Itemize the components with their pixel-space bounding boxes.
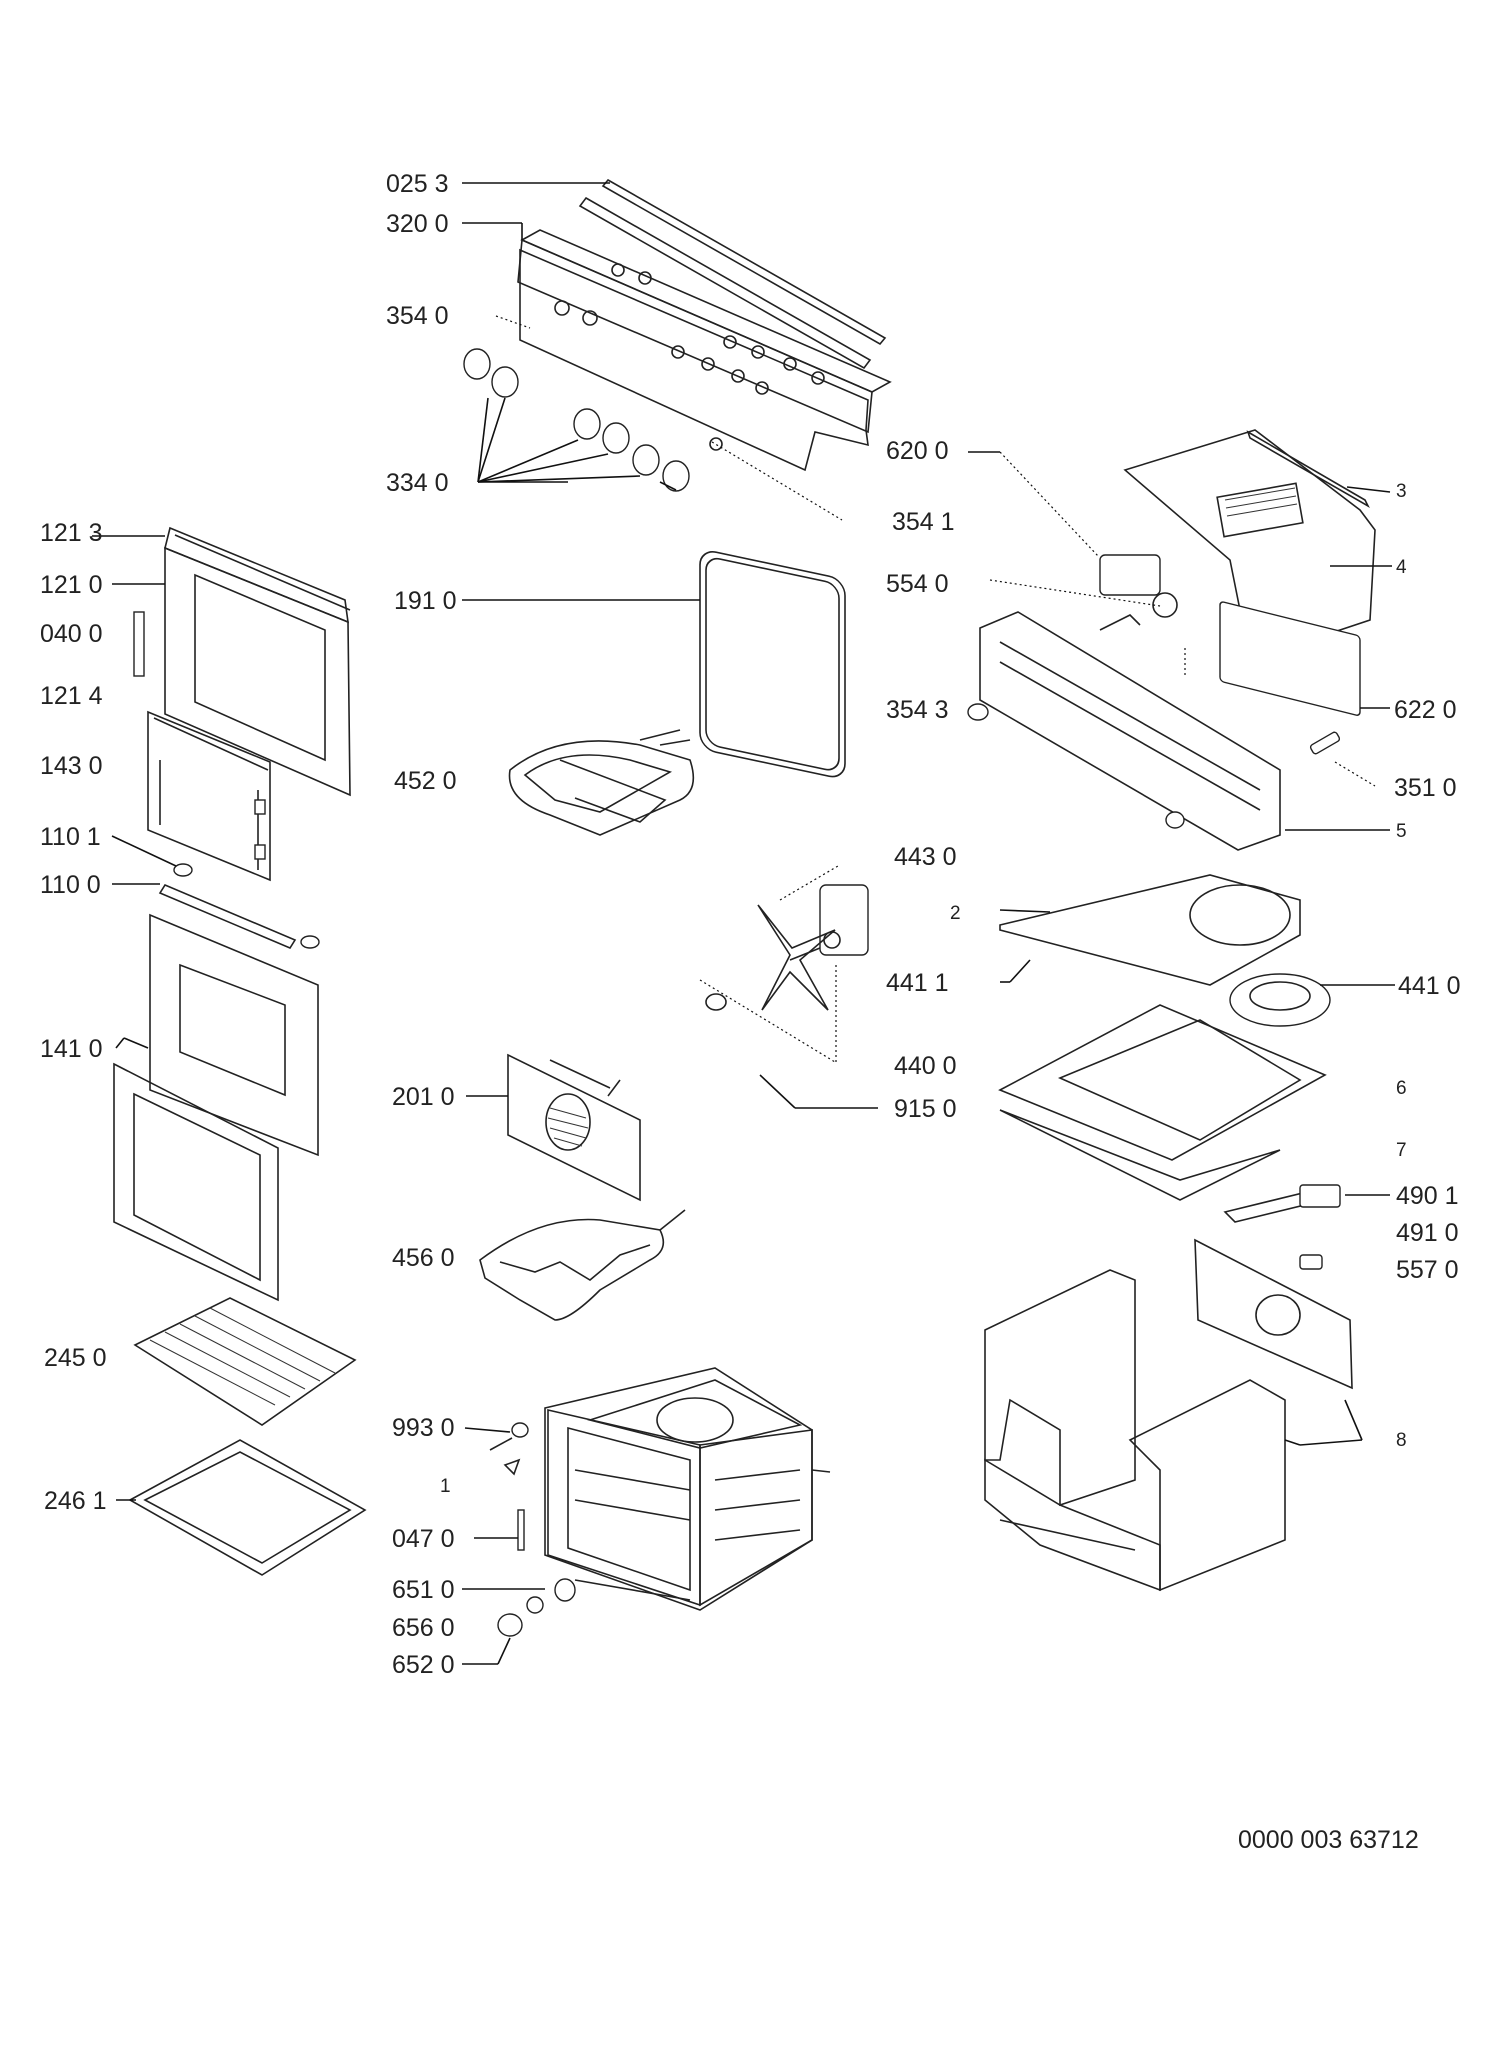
document-code: 0000 003 63712 — [1238, 1826, 1419, 1854]
label-441-1: 441 1 — [886, 969, 949, 997]
label-191-0: 191 0 — [394, 587, 457, 615]
wire-shelf — [133, 1297, 357, 1426]
oven-cavity — [544, 1367, 831, 1611]
label-656-0: 656 0 — [392, 1614, 455, 1642]
label-245-0: 245 0 — [44, 1344, 107, 1372]
label-121-4: 121 4 — [40, 682, 103, 710]
door-gasket — [699, 551, 846, 778]
hinge-hardware — [489, 1422, 576, 1637]
fan-housing-plates — [998, 874, 1331, 1201]
grill-element — [508, 729, 695, 836]
label-047-0: 047 0 — [392, 1525, 455, 1553]
callout-3: 3 — [1396, 481, 1407, 502]
label-334-0: 334 0 — [386, 469, 449, 497]
label-121-0: 121 0 — [40, 571, 103, 599]
lower-heating-element — [479, 1209, 686, 1321]
label-354-3: 354 3 — [886, 696, 949, 724]
label-354-0: 354 0 — [386, 302, 449, 330]
oven-door-frame — [133, 526, 351, 797]
label-025-3: 025 3 — [386, 170, 449, 198]
label-915-0: 915 0 — [894, 1095, 957, 1123]
label-143-0: 143 0 — [40, 752, 103, 780]
control-knobs — [463, 348, 690, 492]
callout-7: 7 — [1396, 1140, 1407, 1161]
rear-cabinet — [984, 1184, 1353, 1592]
label-440-0: 440 0 — [894, 1052, 957, 1080]
label-557-0: 557 0 — [1396, 1256, 1459, 1284]
outer-door-glass — [113, 913, 319, 1302]
control-panel-strip — [517, 178, 892, 434]
label-651-0: 651 0 — [392, 1576, 455, 1604]
label-441-0: 441 0 — [1398, 972, 1461, 1000]
label-201-0: 201 0 — [392, 1083, 455, 1111]
label-121-3: 121 3 — [40, 519, 103, 547]
door-handle — [158, 863, 320, 950]
label-354-1: 354 1 — [892, 508, 955, 536]
baking-tray — [128, 1439, 367, 1576]
top-control-housing — [1099, 429, 1376, 662]
label-443-0: 443 0 — [894, 843, 957, 871]
label-351-0: 351 0 — [1394, 774, 1457, 802]
label-141-0: 141 0 — [40, 1035, 103, 1063]
label-490-1: 490 1 — [1396, 1182, 1459, 1210]
callout-4: 4 — [1396, 557, 1407, 578]
label-452-0: 452 0 — [394, 767, 457, 795]
front-control-panel — [519, 248, 869, 472]
label-456-0: 456 0 — [392, 1244, 455, 1272]
callout-numbers: 2 3 4 5 6 7 8 — [950, 481, 1407, 1451]
label-620-0: 620 0 — [886, 437, 949, 465]
label-320-0: 320 0 — [386, 210, 449, 238]
door-glass-assembly — [147, 710, 271, 882]
callout-8: 8 — [1396, 1430, 1407, 1451]
label-110-0: 110 0 — [40, 871, 101, 899]
callout-2: 2 — [950, 903, 961, 924]
label-110-1: 110 1 — [40, 823, 101, 851]
label-652-0: 652 0 — [392, 1651, 455, 1679]
callout-5: 5 — [1396, 821, 1407, 842]
callout-6: 6 — [1396, 1078, 1407, 1099]
label-622-0: 622 0 — [1394, 696, 1457, 724]
label-554-0: 554 0 — [886, 570, 949, 598]
fan-cover — [507, 1053, 641, 1202]
label-040-0: 040 0 — [40, 620, 103, 648]
label-491-0: 491 0 — [1396, 1219, 1459, 1247]
label-246-1: 246 1 — [44, 1487, 107, 1515]
control-rail — [967, 601, 1361, 851]
label-993-0: 993 0 — [392, 1414, 455, 1442]
leader-lines — [92, 182, 1395, 1665]
part-labels: 025 3 320 0 354 0 334 0 620 0 354 1 554 … — [40, 170, 1461, 1679]
fan-motor-assembly — [699, 865, 869, 1063]
label-1: 1 — [440, 1476, 451, 1497]
